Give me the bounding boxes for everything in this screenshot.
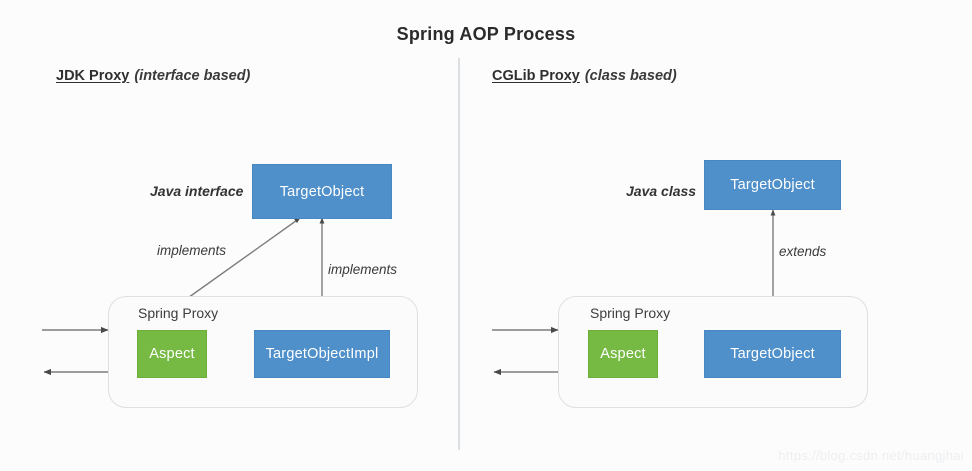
cglib-proxy-heading-sub: (class based) [584,68,677,84]
node-target-object-class[interactable]: TargetObject [704,160,841,210]
section-heading-cglib-proxy: CGLib Proxy(class based) [492,68,677,84]
spring-proxy-label-cglib: Spring Proxy [590,305,671,321]
node-target-object-interface[interactable]: TargetObject [252,164,392,219]
section-divider [458,58,460,450]
watermark-text: https://blog.csdn.net/huangjhai [778,448,964,463]
spring-proxy-label-jdk: Spring Proxy [138,305,219,321]
edge-label-implements-vertical: implements [328,262,398,277]
java-interface-label: Java interface [150,183,244,199]
cglib-proxy-heading-strong: CGLib Proxy [492,68,580,84]
jdk-proxy-heading-sub: (interface based) [134,68,251,84]
left-implements-diagonal-arrow [184,217,301,301]
node-aspect-cglib[interactable]: Aspect [588,330,658,378]
edge-label-implements-diagonal: implements [157,243,227,258]
jdk-proxy-heading-strong: JDK Proxy [56,68,130,84]
node-target-object-proxy-cglib[interactable]: TargetObject [704,330,841,378]
edge-label-extends: extends [779,244,827,259]
node-target-object-impl[interactable]: TargetObjectImpl [254,330,390,378]
page-title: Spring AOP Process [396,24,576,44]
node-aspect-jdk[interactable]: Aspect [137,330,207,378]
java-class-label: Java class [626,183,697,199]
section-heading-jdk-proxy: JDK Proxy(interface based) [56,68,250,84]
